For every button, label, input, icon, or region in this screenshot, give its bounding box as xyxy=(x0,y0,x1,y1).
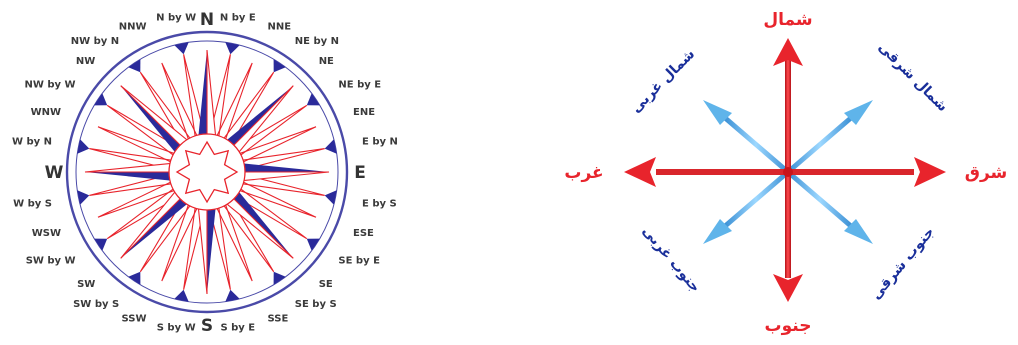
compass-label-31: N by W xyxy=(156,13,196,24)
compass-label-6: ENE xyxy=(353,107,375,118)
compass-label-4: NE xyxy=(319,56,334,67)
ring-tick-17 xyxy=(174,289,189,302)
compass-label-1: N by E xyxy=(220,13,256,24)
compass-label-27: NW by W xyxy=(25,80,76,91)
ring-tick-5 xyxy=(306,93,320,106)
northwest-label: شمال غربی xyxy=(628,46,698,116)
compass-label-12: SE xyxy=(319,279,333,290)
north-label: شمال xyxy=(763,10,812,30)
compass-label-3: NE by N xyxy=(295,36,339,47)
compass-label-15: S by E xyxy=(220,323,255,334)
southeast-label: جنوب شرقی xyxy=(868,224,938,303)
ring-tick-31 xyxy=(174,42,189,55)
south-label: جنوب xyxy=(765,316,812,336)
compass-label-29: NW by N xyxy=(71,36,119,47)
ring-tick-15 xyxy=(225,289,240,302)
ring-tick-7 xyxy=(324,139,337,154)
compass-label-30: NNW xyxy=(119,22,147,33)
rose-hub xyxy=(168,133,246,211)
compass-outer-ring xyxy=(65,30,349,314)
compass-label-20: SW xyxy=(77,279,95,290)
compass-label-5: NE by E xyxy=(338,80,381,91)
rose-ticks xyxy=(77,42,337,302)
ring-tick-13 xyxy=(273,271,286,285)
ring-tick-29 xyxy=(128,59,141,73)
compass-label-18: SSW xyxy=(122,314,147,325)
compass-label-10: ESE xyxy=(353,228,374,239)
ring-tick-1 xyxy=(225,42,240,55)
west-arrow xyxy=(624,157,788,187)
compass-label-19: SW by S xyxy=(73,299,119,310)
west-label: غرب xyxy=(564,163,603,183)
southwest-arrow xyxy=(703,169,791,244)
northeast-label: شمال شرقی xyxy=(875,39,951,115)
north-arrow xyxy=(773,38,803,172)
compass-label-21: SW by W xyxy=(26,255,76,266)
ring-tick-23 xyxy=(77,190,90,205)
ring-tick-25 xyxy=(77,139,90,154)
hub-star xyxy=(175,140,239,204)
ring-tick-19 xyxy=(128,271,141,285)
compass-label-25: W by N xyxy=(12,137,52,148)
compass-label-24: W xyxy=(45,163,64,183)
ring-tick-11 xyxy=(306,238,320,251)
ring-tick-9 xyxy=(324,190,337,205)
ring-tick-21 xyxy=(94,238,108,251)
southeast-arrow xyxy=(785,169,873,244)
compass-label-22: WSW xyxy=(32,228,61,239)
compass-label-26: WNW xyxy=(31,107,61,118)
south-arrow xyxy=(773,172,803,302)
compass-label-8: E xyxy=(354,163,366,183)
northeast-arrow xyxy=(785,100,873,175)
east-arrow xyxy=(788,157,946,187)
compass-label-13: SE by S xyxy=(295,299,337,310)
southwest-label: جنوب غربی xyxy=(639,223,703,296)
compass-label-0: N xyxy=(200,10,214,30)
ring-tick-3 xyxy=(273,59,286,73)
compass-inner-ring xyxy=(75,40,339,304)
compass-label-2: NNE xyxy=(268,22,292,33)
compass-label-17: S by W xyxy=(157,323,196,334)
directions-diagram: شمال جنوب شرق غرب شمال شرقی شمال غربی جن… xyxy=(564,10,1007,336)
compass-label-7: E by N xyxy=(362,137,398,148)
ring-tick-27 xyxy=(94,93,108,106)
center-point xyxy=(783,167,793,177)
compass-label-14: SSE xyxy=(268,314,289,325)
northwest-arrow xyxy=(703,100,791,175)
compass-label-28: NW xyxy=(76,56,95,67)
compass-label-23: W by S xyxy=(13,198,52,209)
compass-label-16: S xyxy=(201,316,213,336)
east-label: شرق xyxy=(965,163,1008,183)
compass-label-11: SE by E xyxy=(338,255,380,266)
compass-label-9: E by S xyxy=(362,198,397,209)
